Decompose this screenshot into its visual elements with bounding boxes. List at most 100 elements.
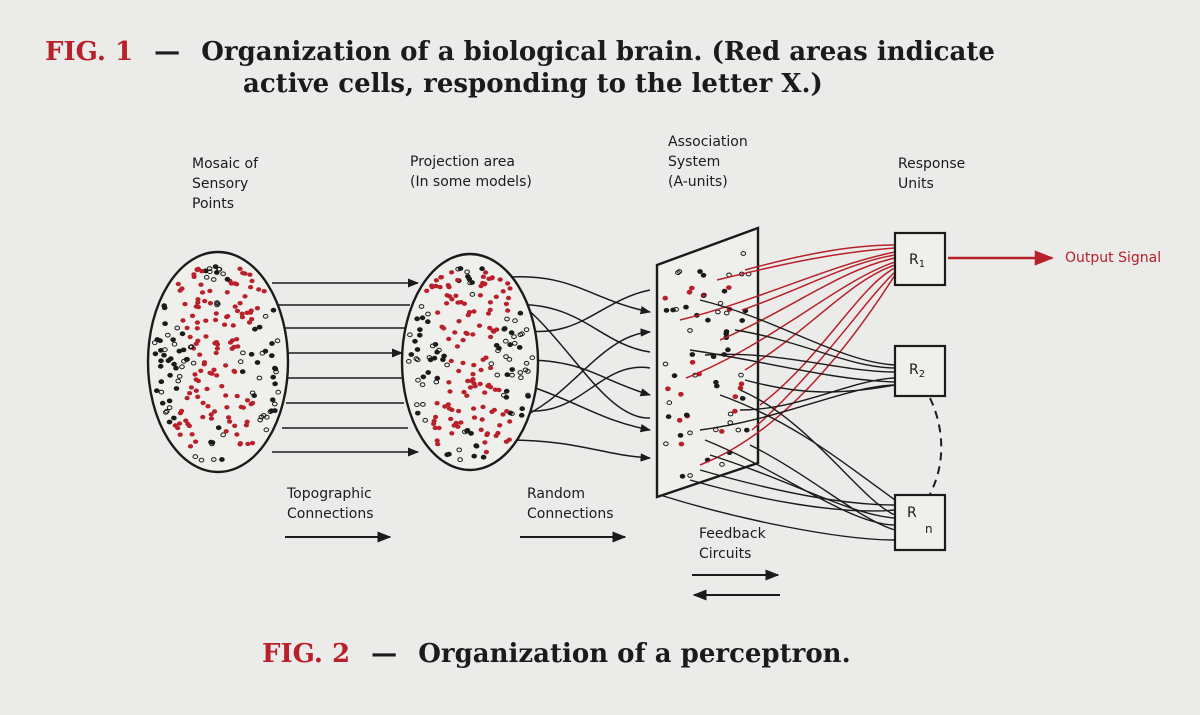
active-cell: [192, 372, 198, 377]
active-cell: [465, 312, 471, 318]
cell: [455, 266, 461, 272]
active-cell: [249, 278, 255, 284]
cell: [240, 350, 246, 356]
active-cell: [485, 383, 491, 389]
active-cell: [198, 368, 204, 373]
fig2-dash: —: [371, 639, 397, 669]
active-cell: [449, 431, 455, 436]
active-cell: [224, 290, 230, 295]
cell: [171, 361, 177, 367]
active-cell: [429, 283, 435, 288]
a-unit: [727, 411, 734, 417]
active-cell: [239, 311, 245, 316]
a-unit: [687, 473, 693, 478]
active-cell: [247, 272, 253, 277]
cell: [415, 377, 421, 383]
cell: [501, 392, 507, 398]
response-label-2: Units: [898, 176, 934, 192]
active-a-unit: [686, 289, 693, 295]
active-cell: [488, 365, 494, 371]
cell: [167, 372, 173, 378]
active-cell: [452, 330, 458, 335]
active-cell: [187, 444, 194, 449]
cell: [506, 357, 513, 362]
cell: [434, 375, 441, 381]
random-connections: [497, 275, 652, 462]
cell: [248, 351, 255, 357]
a-unit: [721, 288, 728, 294]
cell: [151, 340, 158, 346]
a-to-rn-connections: [659, 389, 896, 541]
projection-label-1: Projection area: [410, 154, 515, 170]
active-cell: [507, 286, 513, 291]
cell: [198, 457, 205, 463]
active-cell: [448, 358, 454, 364]
active-cell: [460, 337, 466, 343]
a-unit: [700, 272, 707, 278]
active-cell: [444, 293, 450, 298]
fig2-label: FIG. 2: [262, 639, 350, 669]
active-cell: [476, 323, 483, 328]
cell: [503, 388, 510, 394]
active-cell: [444, 301, 450, 306]
active-cell: [446, 406, 452, 411]
cell: [425, 319, 431, 325]
active-cell: [199, 290, 206, 295]
cell: [209, 440, 216, 445]
cell: [262, 313, 269, 319]
cell: [168, 356, 174, 362]
cell: [210, 277, 217, 282]
active-cell: [433, 278, 439, 283]
cell: [408, 352, 415, 357]
association-label-2: System: [668, 154, 720, 170]
active-cell: [176, 421, 183, 426]
cell: [457, 457, 463, 463]
projection-area: [400, 252, 540, 472]
active-cell: [238, 404, 244, 410]
a-unit: [663, 308, 670, 313]
association-label-3: (A-units): [668, 174, 728, 190]
active-cell: [497, 277, 503, 282]
active-cell: [184, 395, 190, 401]
a-unit: [735, 427, 742, 433]
svg-text:R: R: [907, 505, 917, 521]
active-cell: [463, 330, 469, 336]
active-cell: [434, 401, 440, 406]
active-cell: [449, 297, 455, 302]
active-cell: [480, 357, 486, 362]
cell: [220, 432, 226, 438]
cell: [158, 379, 165, 385]
active-cell: [507, 419, 513, 424]
a-unit: [689, 352, 696, 357]
active-cell: [477, 293, 483, 298]
active-cell: [243, 423, 249, 428]
active-cell: [203, 334, 209, 339]
active-cell: [458, 300, 464, 305]
cell: [190, 360, 197, 366]
a-unit: [679, 473, 686, 479]
cell: [523, 327, 530, 333]
cell: [469, 280, 475, 285]
cell: [414, 402, 420, 408]
active-cell: [207, 370, 213, 376]
cell: [257, 417, 264, 423]
fig1-caption-line1: FIG. 1 — Organization of a biological br…: [45, 37, 995, 67]
active-cell: [197, 352, 203, 357]
active-cell: [442, 404, 448, 409]
cell: [407, 332, 413, 338]
active-cell: [208, 412, 214, 417]
active-cell: [230, 323, 236, 328]
active-cell: [500, 289, 506, 294]
active-a-unit: [719, 429, 725, 434]
association-units: [662, 251, 752, 479]
active-cell: [182, 301, 188, 307]
active-cell: [189, 313, 196, 318]
a-to-r2-connections: [689, 299, 896, 431]
a-unit: [744, 427, 750, 433]
active-cell: [195, 338, 201, 343]
active-cell: [503, 439, 509, 444]
active-cell: [195, 304, 201, 310]
active-cell: [188, 385, 194, 390]
